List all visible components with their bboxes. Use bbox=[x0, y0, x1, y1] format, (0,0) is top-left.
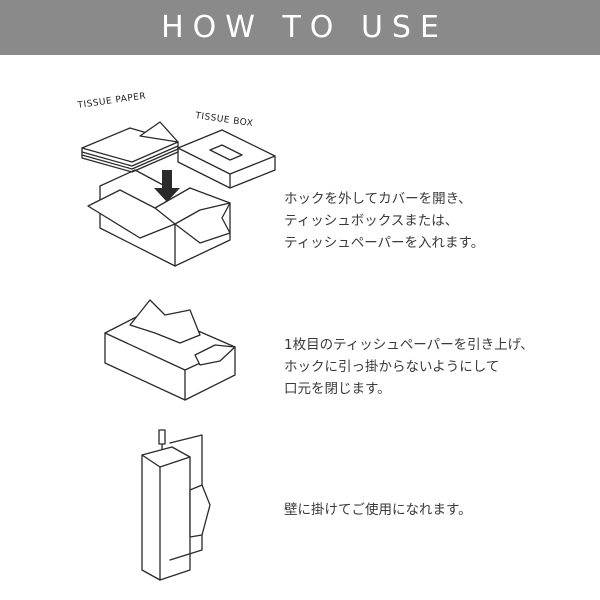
wall-hook-icon bbox=[158, 429, 166, 450]
step2-line: 1枚目のティッシュペーパーを引き上げ、 bbox=[284, 337, 534, 353]
step2-text: 1枚目のティッシュペーパーを引き上げ、 ホックに引っ掛からないようにして 口元を… bbox=[284, 334, 584, 400]
step2-line: 口元を閉じます。 bbox=[284, 381, 391, 397]
step1-line: ティッシュペーパーを入れます。 bbox=[284, 235, 485, 251]
tissue-paper-stack bbox=[81, 121, 179, 173]
tissue-box bbox=[177, 129, 276, 189]
step1-text: ホックを外してカバーを開き、 ティッシュボックスまたは、 ティッシュペーパーを入… bbox=[284, 188, 584, 254]
step3-line: 壁に掛けてご使用になれます。 bbox=[284, 502, 472, 518]
step3-illustration bbox=[132, 425, 222, 585]
step1-line: ホックを外してカバーを開き、 bbox=[284, 191, 472, 207]
tissue-box-label: TISSUE BOX bbox=[194, 111, 254, 129]
step1-illustration: TISSUE PAPER TISSUE BOX bbox=[70, 78, 280, 268]
header-bar: HOW TO USE bbox=[0, 0, 600, 55]
page-title: HOW TO USE bbox=[161, 10, 448, 45]
step2-illustration bbox=[100, 295, 240, 405]
tissue-paper-label: TISSUE PAPER bbox=[76, 91, 147, 111]
open-cover bbox=[87, 169, 231, 267]
step1-line: ティッシュボックスまたは、 bbox=[284, 213, 459, 229]
arrow-down-icon bbox=[154, 170, 180, 202]
step3-text: 壁に掛けてご使用になれます。 bbox=[284, 499, 584, 521]
step2-line: ホックに引っ掛からないようにして bbox=[284, 359, 500, 375]
